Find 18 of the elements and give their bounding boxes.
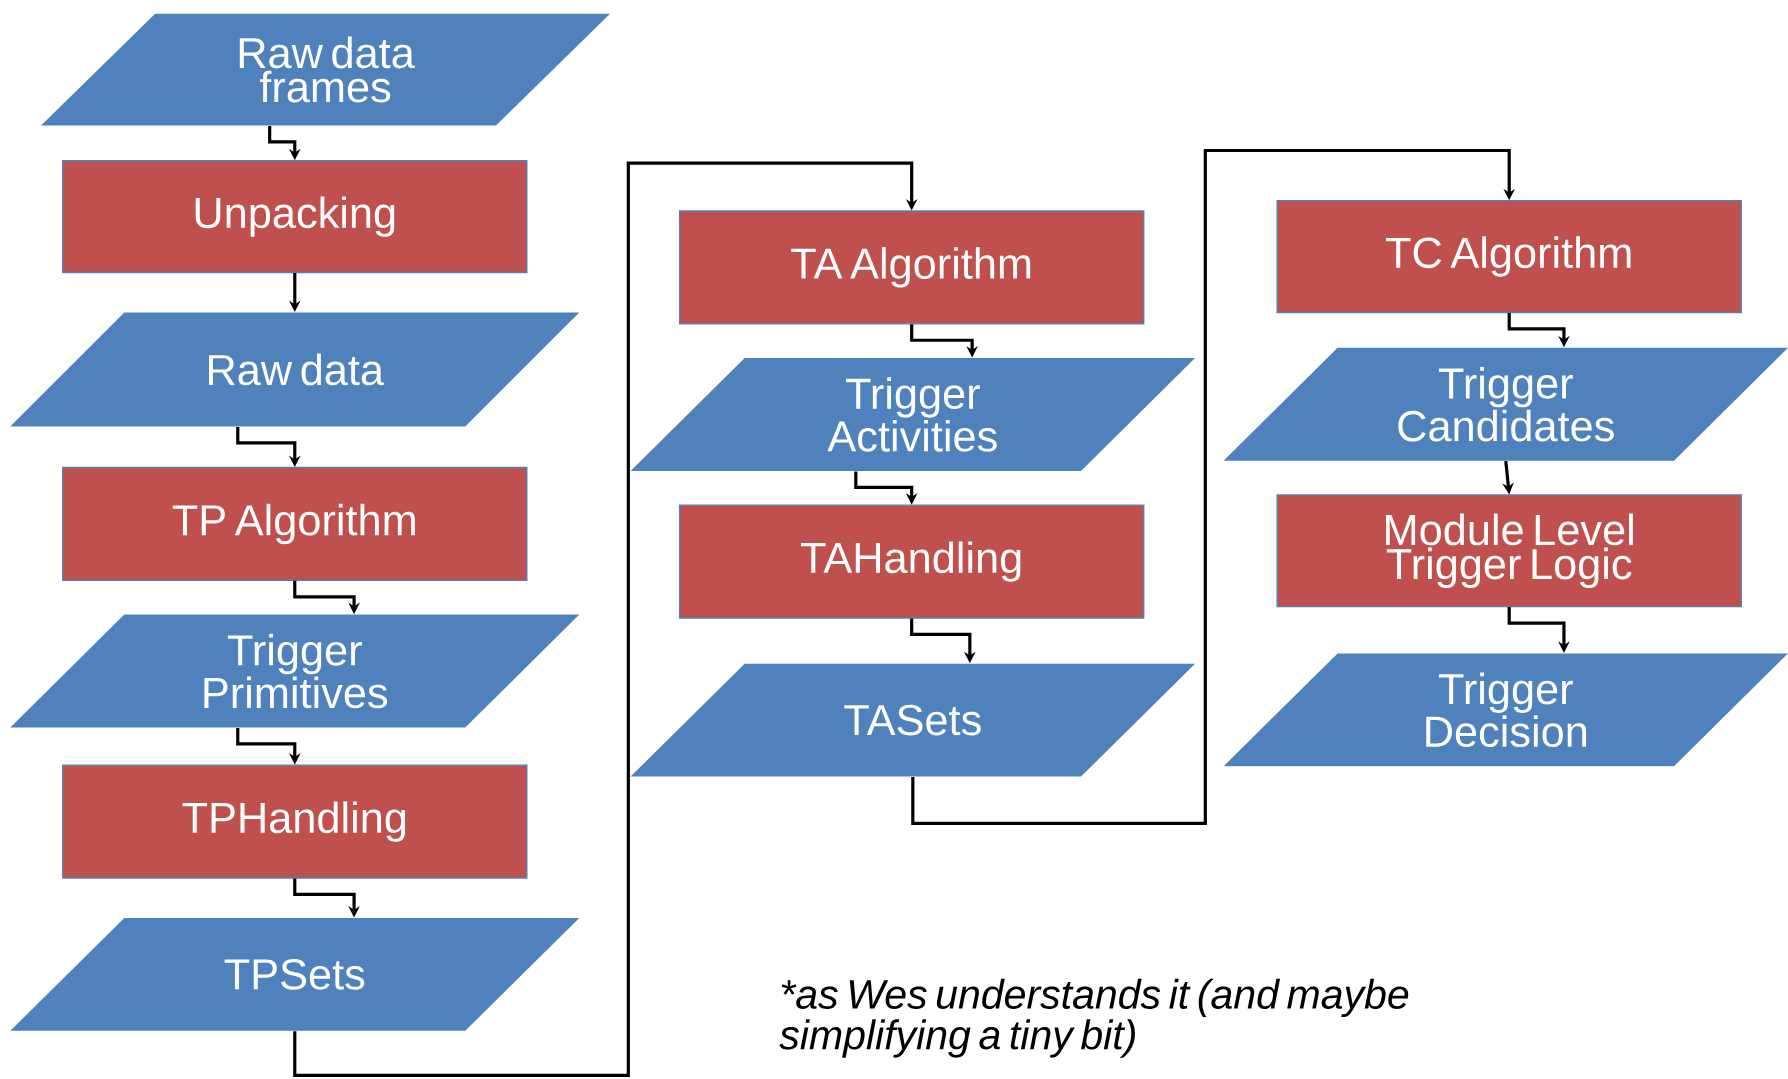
process-box: TP Algorithm [62, 466, 528, 582]
data-parallelogram: TPSets [10, 918, 580, 1031]
arrow [293, 161, 918, 1078]
data-parallelogram: TASets [630, 663, 1196, 777]
process-box: TA Algorithm [678, 210, 1145, 325]
data-parallelogram: Raw data [10, 312, 580, 427]
data-parallelogram: Trigger Candidates [1223, 347, 1788, 461]
process-box: TC Algorithm [1276, 200, 1742, 314]
arrow [911, 149, 1516, 826]
data-parallelogram: Trigger Activities [630, 358, 1196, 472]
data-parallelogram: Raw data frames [41, 13, 611, 126]
process-box: Unpacking [62, 160, 528, 274]
note-text: *as Wes understands it (and maybe simplifying a tiny bit) [779, 978, 1409, 1058]
data-parallelogram: Trigger Decision [1223, 653, 1788, 767]
process-box: TAHandling [678, 504, 1145, 619]
data-parallelogram: Trigger Primitives [10, 614, 580, 728]
process-box: TPHandling [62, 764, 528, 879]
process-box: Module Level Trigger Logic [1276, 494, 1742, 608]
